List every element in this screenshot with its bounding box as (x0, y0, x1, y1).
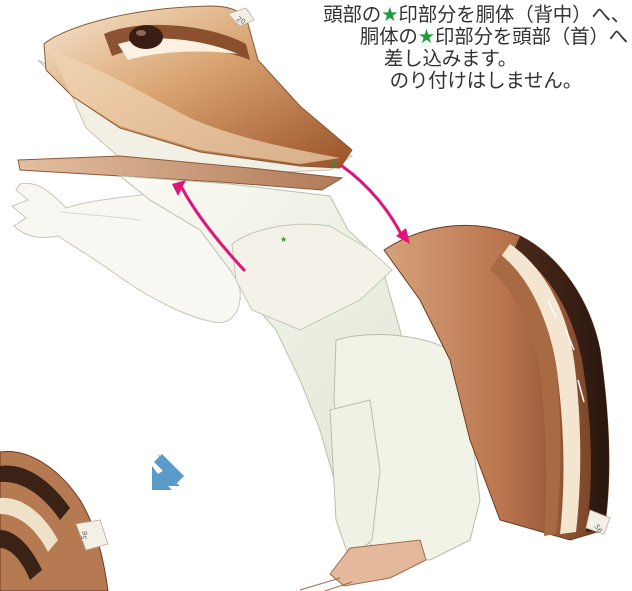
instruction-line-1: 頭部の★印部分を胴体（背中）へ、 (323, 3, 630, 26)
tail-fragment: 56 (0, 451, 109, 591)
tail-tab-number: 56 (80, 530, 90, 541)
star-icon: ★ (417, 25, 436, 48)
insertion-arrows (172, 164, 410, 272)
arrow-body-to-head (180, 186, 246, 272)
back-part: 56 (383, 224, 611, 541)
arrowhead-up-icon (172, 180, 186, 196)
head-star-marker: ★ (330, 159, 337, 168)
body-part: ★ (118, 175, 481, 561)
head-tab-number: 20 (235, 15, 247, 26)
body-tab-number: 56 (592, 523, 604, 535)
assembly-instructions: 頭部の★印部分を胴体（背中）へ、 胴体の★印部分を頭部（首）へ 差し込みます。 … (244, 4, 630, 92)
arrow-down-left-icon (152, 454, 184, 490)
head-part: 20 ★ (37, 5, 354, 177)
arrowhead-down-icon (396, 228, 410, 244)
instruction-line-3: 差し込みます。 (383, 47, 517, 70)
eye (129, 25, 163, 49)
instruction-line-4: のり付けはしません。 (389, 69, 583, 92)
instruction-line-2: 胴体の★印部分を頭部（首）へ (359, 25, 628, 48)
body-star-marker: ★ (280, 235, 287, 244)
hind-foot (329, 539, 427, 587)
head-collar (17, 155, 344, 191)
arrow-head-to-body (340, 164, 404, 238)
star-icon: ★ (381, 3, 399, 26)
